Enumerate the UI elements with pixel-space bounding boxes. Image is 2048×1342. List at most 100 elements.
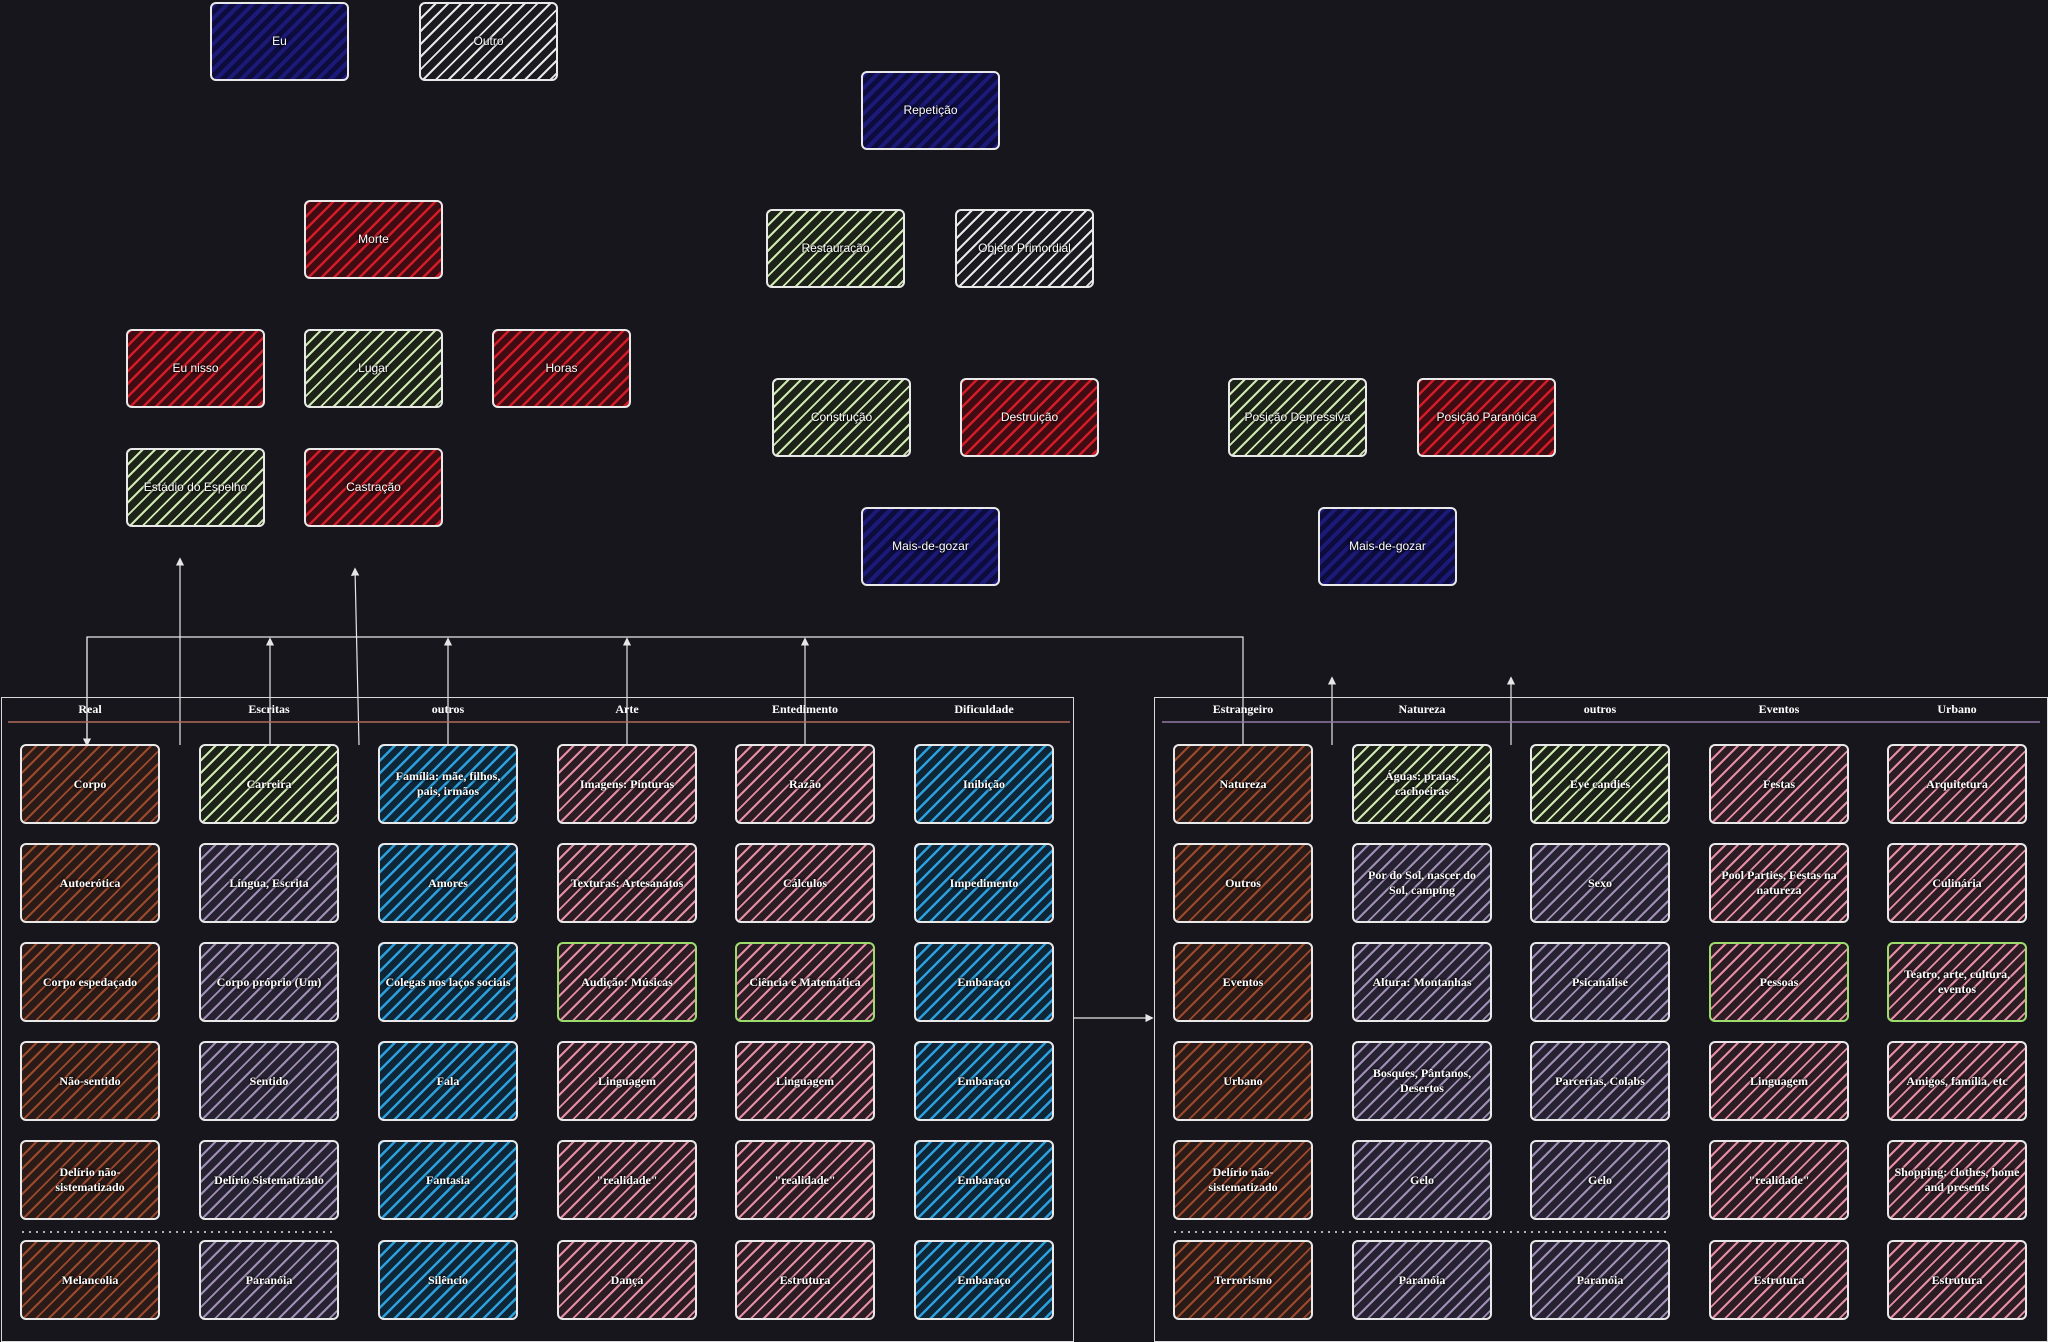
right-cell[interactable]: Parcerias, Colabs <box>1530 1041 1670 1121</box>
left-cell[interactable]: Embaraço <box>914 1140 1054 1220</box>
right-cell[interactable]: Eye candies <box>1530 744 1670 824</box>
node-posicao-paranoica[interactable]: Posição Paranóica <box>1417 378 1556 457</box>
cell-label: Teatro, arte, cultura, eventos <box>1903 967 2011 996</box>
left-cell[interactable]: Fala <box>378 1041 518 1121</box>
node-restauracao[interactable]: Restauração <box>766 209 905 288</box>
right-cell[interactable]: Altura: Montanhas <box>1352 942 1492 1022</box>
right-cell[interactable]: Delírio não-sistematizado <box>1173 1140 1313 1220</box>
left-cell[interactable]: Delírio não-sistematizado <box>20 1140 160 1220</box>
left-cell[interactable]: Melancolia <box>20 1240 160 1320</box>
left-cell[interactable]: Autoerótica <box>20 843 160 923</box>
left-cell[interactable]: Linguagem <box>735 1041 875 1121</box>
node-eu-nisso[interactable]: Eu nisso <box>126 329 265 408</box>
left-cell[interactable]: Sentido <box>199 1041 339 1121</box>
node-outro[interactable]: Outro <box>419 2 558 81</box>
left-cell[interactable]: Embaraço <box>914 1240 1054 1320</box>
left-cell[interactable]: Impedimento <box>914 843 1054 923</box>
left-cell[interactable]: Razão <box>735 744 875 824</box>
node-objeto-primordial[interactable]: Objeto Primordial <box>955 209 1094 288</box>
right-cell[interactable]: Natureza <box>1173 744 1313 824</box>
right-cell[interactable]: Águas: praias, cachoeiras <box>1352 744 1492 824</box>
cell-label: Família: mãe, filhos, pais, irmãos <box>395 769 501 798</box>
right-cell[interactable]: Paranóia <box>1352 1240 1492 1320</box>
cell-label: Silêncio <box>427 1272 468 1287</box>
left-cell[interactable]: Não-sentido <box>20 1041 160 1121</box>
left-cell[interactable]: Corpo próprio (Um) <box>199 942 339 1022</box>
cell-label: Delírio não-sistematizado <box>55 1165 125 1194</box>
right-cell[interactable]: Linguagem <box>1709 1041 1849 1121</box>
node-construcao[interactable]: Construção <box>772 378 911 457</box>
node-eu[interactable]: Eu <box>210 2 349 81</box>
cell-label: Fantasia <box>425 1172 470 1187</box>
right-cell[interactable]: Culinária <box>1887 843 2027 923</box>
node-castracao[interactable]: Castração <box>304 448 443 527</box>
cell-label: Paranóia <box>245 1272 293 1287</box>
node-mais-de-gozar-1[interactable]: Mais-de-gozar <box>861 507 1000 586</box>
left-cell[interactable]: Estrutura <box>735 1240 875 1320</box>
cell-label: Colegas nos laços sociais <box>385 974 511 989</box>
left-cell[interactable]: Cálculos <box>735 843 875 923</box>
right-cell[interactable]: Pool Parties, Festas na natureza <box>1709 843 1849 923</box>
node-repeticao[interactable]: Repetição <box>861 71 1000 150</box>
left-cell[interactable]: Fantasia <box>378 1140 518 1220</box>
cell-label: "realidade" <box>1748 1172 1810 1187</box>
left-cell[interactable]: Linguagem <box>557 1041 697 1121</box>
right-cell[interactable]: "realidade" <box>1709 1140 1849 1220</box>
left-cell[interactable]: Língua, Escrita <box>199 843 339 923</box>
left-cell[interactable]: Paranóia <box>199 1240 339 1320</box>
left-cell[interactable]: Família: mãe, filhos, pais, irmãos <box>378 744 518 824</box>
node-lugar[interactable]: Lugar <box>304 329 443 408</box>
right-cell[interactable]: Por do Sol, nascer do Sol, camping <box>1352 843 1492 923</box>
right-cell[interactable]: Amigos, família, etc <box>1887 1041 2027 1121</box>
left-cell[interactable]: "realidade" <box>735 1140 875 1220</box>
right-cell[interactable]: Eventos <box>1173 942 1313 1022</box>
left-cell[interactable]: Colegas nos laços sociais <box>378 942 518 1022</box>
right-cell[interactable]: Psicanálise <box>1530 942 1670 1022</box>
right-cell[interactable]: Bosques, Pântanos, Desertos <box>1352 1041 1492 1121</box>
right-cell[interactable]: Pessoas <box>1709 942 1849 1022</box>
right-cell[interactable]: Arquitetura <box>1887 744 2027 824</box>
cell-label: Urbano <box>1223 1073 1263 1088</box>
node-label: Eu <box>272 34 287 48</box>
left-cell[interactable]: Corpo espedaçado <box>20 942 160 1022</box>
node-destruicao[interactable]: Destruição <box>960 378 1099 457</box>
right-cell[interactable]: Sexo <box>1530 843 1670 923</box>
node-estadio-do-espelho[interactable]: Estádio do Espelho <box>126 448 265 527</box>
right-cell[interactable]: Outros <box>1173 843 1313 923</box>
right-cell[interactable]: Festas <box>1709 744 1849 824</box>
left-cell[interactable]: Inibição <box>914 744 1054 824</box>
left-cell[interactable]: Corpo <box>20 744 160 824</box>
cell-label: Pessoas <box>1759 974 1799 989</box>
node-mais-de-gozar-2[interactable]: Mais-de-gozar <box>1318 507 1457 586</box>
node-horas[interactable]: Horas <box>492 329 631 408</box>
right-cell[interactable]: Gelo <box>1352 1140 1492 1220</box>
right-cell[interactable]: Paranóia <box>1530 1240 1670 1320</box>
node-posicao-depressiva[interactable]: Posição Depressiva <box>1228 378 1367 457</box>
left-cell[interactable]: Dança <box>557 1240 697 1320</box>
cell-label: Linguagem <box>1749 1073 1808 1088</box>
cell-label: Embaraço <box>957 1073 1011 1088</box>
left-cell[interactable]: Ciência e Matemática <box>735 942 875 1022</box>
left-cell[interactable]: Imagens: Pinturas <box>557 744 697 824</box>
right-cell[interactable]: Terrorismo <box>1173 1240 1313 1320</box>
right-cell[interactable]: Estrutura <box>1709 1240 1849 1320</box>
left-cell[interactable]: Silêncio <box>378 1240 518 1320</box>
right-cell[interactable]: Estrutura <box>1887 1240 2027 1320</box>
right-cell[interactable]: Teatro, arte, cultura, eventos <box>1887 942 2027 1022</box>
left-cell[interactable]: Delírio Sistematizado <box>199 1140 339 1220</box>
left-cell[interactable]: Texturas: Artesanatos <box>557 843 697 923</box>
right-cell[interactable]: Shopping: clothes, home and presents <box>1887 1140 2027 1220</box>
left-cell[interactable]: Carreira <box>199 744 339 824</box>
right-cell[interactable]: Gelo <box>1530 1140 1670 1220</box>
left-cell[interactable]: "realidade" <box>557 1140 697 1220</box>
left-cell[interactable]: Embaraço <box>914 942 1054 1022</box>
left-cell[interactable]: Amores <box>378 843 518 923</box>
node-label: Estádio do Espelho <box>143 480 248 494</box>
left-cell[interactable]: Embaraço <box>914 1041 1054 1121</box>
right-cell[interactable]: Urbano <box>1173 1041 1313 1121</box>
cell-label: Dança <box>610 1272 644 1287</box>
left-cell[interactable]: Audição: Músicas <box>557 942 697 1022</box>
node-morte[interactable]: Morte <box>304 200 443 279</box>
arrow-to-castracao <box>350 567 360 746</box>
